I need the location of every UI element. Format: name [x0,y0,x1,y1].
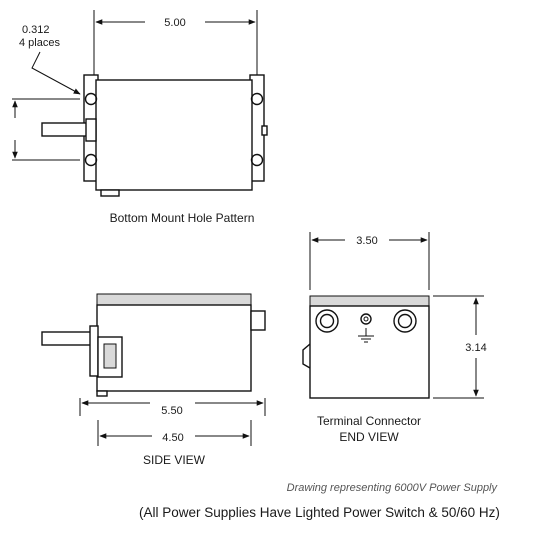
ground-stud [360,313,372,325]
output-connector [250,310,266,331]
top-view: 5.00 0.312 4 places Bottom Mount Hole Pa… [12,10,268,225]
end-view: 3.50 3.14 Terminal Connector END VIEW [302,232,487,444]
mount-hole [84,153,98,167]
power-cable [41,122,89,137]
ground-stud-center [363,316,369,322]
drawing-note: Drawing representing 6000V Power Supply [286,482,497,494]
end-width-label: 3.50 [356,235,377,247]
hv-terminal-inner [397,313,413,329]
footer-caption: (All Power Supplies Have Lighted Power S… [139,505,500,520]
side-view: 5.50 4.50 SIDE VIEW [41,293,266,467]
enclosure-body [95,79,253,191]
mount-hole [84,92,98,106]
hv-terminal-inner [319,313,335,329]
side-view-caption: SIDE VIEW [143,453,206,467]
body-length-label: 4.50 [162,432,183,444]
hv-terminal [393,309,417,333]
overall-length-label: 5.50 [161,405,182,417]
hole-count-label: 4 places [19,37,60,49]
switch-bezel [89,325,99,377]
hole-size-label: 0.312 [22,24,50,36]
mount-hole [250,153,264,167]
ground-icon [358,328,374,343]
leader-line [31,51,81,95]
enclosure-foot [100,189,120,197]
mount-hole [250,92,264,106]
enclosure-foot [96,390,108,397]
power-cable [41,331,93,346]
hv-terminal [315,309,339,333]
output-connector [261,125,268,136]
end-view-caption-line2: END VIEW [339,430,399,444]
end-view-caption-line1: Terminal Connector [317,414,421,428]
top-view-caption: Bottom Mount Hole Pattern [110,211,255,225]
enclosure-lid [309,295,430,307]
enclosure-lid [96,293,252,306]
cable-strain-relief [85,118,97,142]
width-dimension-label: 5.00 [164,17,185,29]
enclosure-end-face [309,305,430,399]
power-switch [103,343,117,369]
switch-profile [302,343,311,369]
end-height-label: 3.14 [465,342,486,354]
